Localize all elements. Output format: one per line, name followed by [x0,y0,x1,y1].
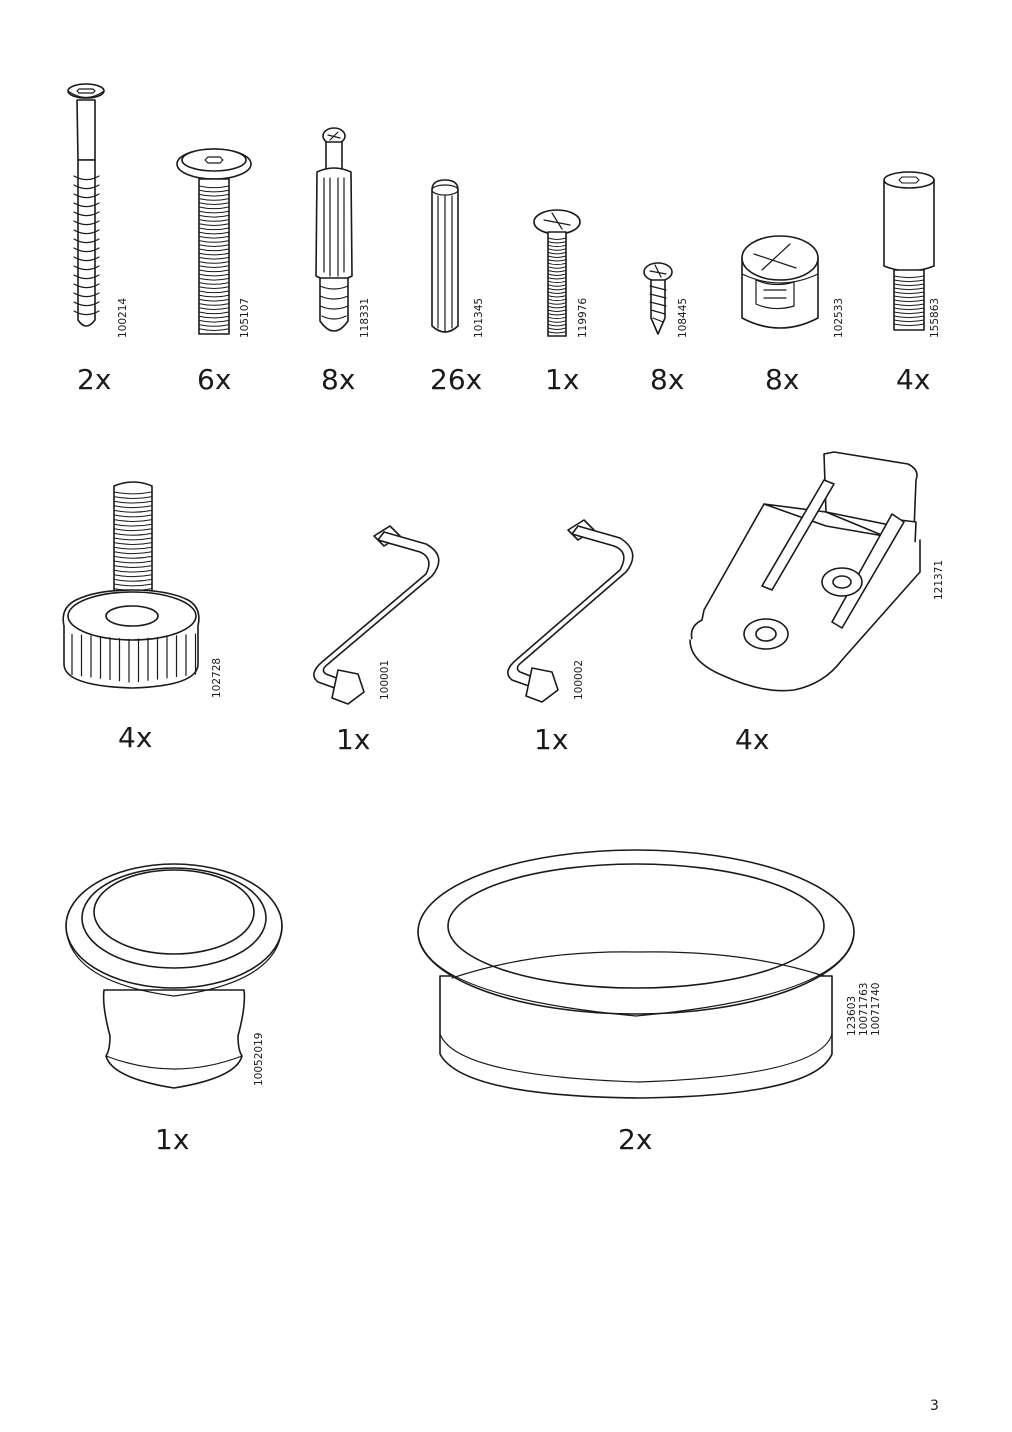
screw-119976-illustration [533,209,581,337]
screw-108445-illustration [643,262,673,335]
part-code-119976: 119976 [577,297,589,338]
quantity-105107: 6x [197,363,232,396]
quantity-123603: 2x [618,1123,653,1156]
part-code-105107: 105107 [239,297,251,338]
screw-100214-illustration [67,83,105,327]
connector-bolt-155863-illustration [883,171,935,331]
part-code-101345: 101345 [473,297,485,338]
part-code-10071740: 10071740 [870,982,882,1036]
page-number: 3 [930,1398,939,1414]
quantity-100002: 1x [534,723,569,756]
cam-lock-102533-illustration [741,235,819,329]
quantity-102728: 4x [118,721,153,754]
part-code-123603: 123603 [846,995,858,1036]
part-code-10071763: 10071763 [858,982,870,1036]
quantity-155863: 4x [896,363,931,396]
quantity-10052019: 1x [155,1123,190,1156]
part-code-121371: 121371 [933,559,945,600]
quantity-118331: 8x [321,363,356,396]
quantity-100214: 2x [77,363,112,396]
grommet-123603-illustration [417,849,855,1099]
part-code-118331: 118331 [359,297,371,338]
knob-10052019-illustration [65,863,283,1089]
part-code-108445: 108445 [677,297,689,338]
part-codes-123603: 123603 10071763 10071740 [846,983,882,1036]
quantity-101345: 26x [430,363,483,396]
part-code-100001: 100001 [379,659,391,700]
quantity-108445: 8x [650,363,685,396]
part-code-100214: 100214 [117,297,129,338]
quantity-100001: 1x [336,723,371,756]
bolt-105107-illustration [176,148,252,335]
part-code-100002: 100002 [573,659,585,700]
part-code-155863: 155863 [929,297,941,338]
part-code-102533: 102533 [833,297,845,338]
angle-bracket-121371-illustration [689,451,921,692]
wooden-dowel-101345-illustration [431,179,459,333]
adjustable-foot-102728-illustration [62,481,200,689]
quantity-119976: 1x [545,363,580,396]
part-code-10052019: 10052019 [253,1032,265,1086]
quantity-121371: 4x [735,723,770,756]
quantity-102533: 8x [765,363,800,396]
allen-key-100002-illustration [507,519,634,703]
cam-dowel-118331-illustration [315,127,353,332]
allen-key-100001-illustration [313,525,440,705]
part-code-102728: 102728 [211,657,223,698]
